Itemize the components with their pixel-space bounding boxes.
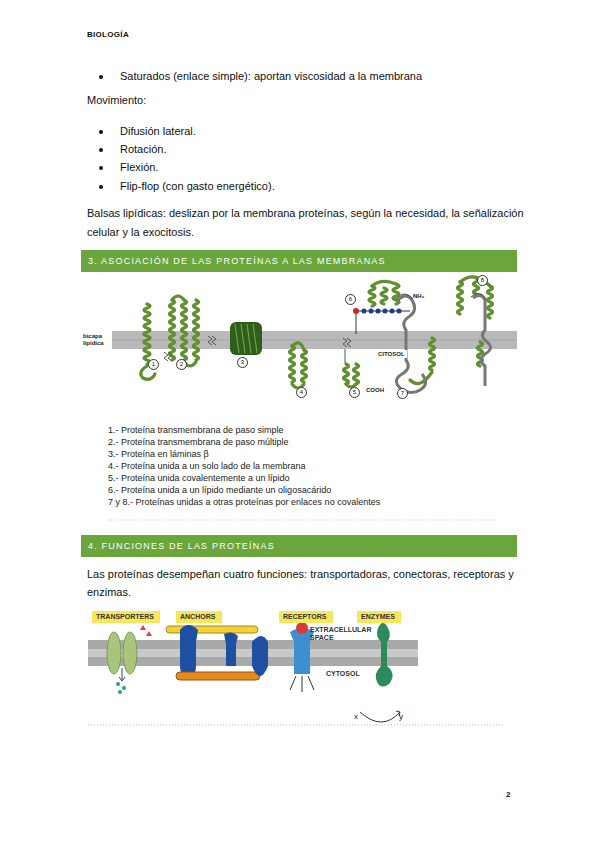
- white-proteins: [396, 295, 490, 392]
- bullet: [99, 130, 103, 134]
- text-label: 3.- Proteína en láminas β: [108, 448, 209, 460]
- tag-text: ANCHORS: [180, 613, 215, 620]
- text-label: CITOSOL: [376, 350, 407, 358]
- alpha-helix: [290, 346, 295, 382]
- lipid-anchors: [164, 336, 351, 363]
- alpha-helix: [381, 288, 387, 304]
- callout-number: 1: [148, 359, 159, 370]
- text-label: Movimiento:: [87, 93, 146, 108]
- beta-barrel: [230, 322, 262, 355]
- text-label: 2.- Proteína transmembrana de paso múlti…: [108, 436, 289, 448]
- protein-loop: [172, 296, 196, 366]
- callout-number: 2: [176, 359, 187, 370]
- callout-number: 3: [237, 357, 248, 368]
- oligosaccharide: [353, 308, 410, 334]
- text-label: Difusión lateral.: [120, 124, 196, 139]
- alpha-helix: [393, 284, 399, 304]
- alpha-helix: [369, 286, 375, 306]
- alpha-helix: [488, 286, 493, 318]
- text-label: 6.- Proteína unida a un lípido mediante …: [108, 484, 331, 496]
- callout-number: 5: [349, 387, 360, 398]
- section-band: 4. FUNCIONES DE LAS PROTEÍNAS: [81, 535, 517, 557]
- alpha-helix: [144, 304, 150, 364]
- text-label: CYTOSOL: [326, 669, 360, 678]
- tag-text: ENZYMES: [361, 613, 395, 620]
- bullet: [99, 185, 103, 189]
- tag-text: TRANSPORTERS: [96, 613, 154, 620]
- transporter: [107, 625, 152, 694]
- alpha-helix: [194, 300, 199, 360]
- text-label: COOH: [366, 386, 384, 394]
- protein-loop: [292, 343, 304, 388]
- text-label: x: [354, 712, 358, 723]
- protein-coils: [141, 277, 493, 388]
- text-label: Rotación.: [120, 142, 166, 157]
- text-label: 4.- Proteína unida a un solo lado de la …: [108, 460, 306, 472]
- bullet: [99, 166, 103, 170]
- text-label: 5.- Proteína unida covalentemente a un l…: [108, 472, 290, 484]
- label-tag: ENZYMES: [357, 611, 401, 623]
- alpha-helix: [430, 338, 435, 370]
- anchor-proteins: [166, 625, 268, 680]
- callout-number: 8: [477, 275, 488, 286]
- text-label: 1.- Proteína transmembrana de paso simpl…: [108, 424, 284, 436]
- alpha-helix: [170, 300, 175, 360]
- figure-rule: [88, 725, 505, 726]
- enzyme: [360, 623, 400, 722]
- barrel-strands: [235, 324, 257, 353]
- text-label: Saturados (enlace simple): aportan visco…: [120, 69, 422, 84]
- callout-number: 4: [296, 387, 307, 398]
- protein-loop: [372, 281, 396, 286]
- alpha-helix: [344, 364, 349, 384]
- text-label: Flexión.: [120, 160, 159, 175]
- label-tag: TRANSPORTERS: [92, 611, 160, 623]
- text-label: NH₂: [413, 292, 424, 300]
- tag-text: RECEPTORS: [283, 613, 326, 620]
- text-label: bicapa lipídica: [83, 333, 109, 347]
- protein-loop: [410, 372, 432, 384]
- label-tag: RECEPTORS: [279, 611, 333, 623]
- callout-number: 6: [345, 294, 356, 305]
- text-label: Flip-flop (con gasto energético).: [120, 179, 275, 194]
- callout-number: 7: [397, 388, 408, 399]
- section-heading: 3. ASOCIACIÓN DE LAS PROTEÍNAS A LAS MEM…: [88, 256, 386, 266]
- bullet: [99, 148, 103, 152]
- alpha-helix: [458, 282, 463, 314]
- section-band: 3. ASOCIACIÓN DE LAS PROTEÍNAS A LAS MEM…: [81, 250, 517, 272]
- section-heading: 4. FUNCIONES DE LAS PROTEÍNAS: [88, 541, 275, 551]
- text-label: BIOLOGÍA: [87, 30, 129, 41]
- bullet: [99, 75, 103, 79]
- text-label: EXTRACELLULAR SPACE: [310, 626, 372, 642]
- white-protein-outline: [396, 293, 486, 299]
- text-label: Balsas lipídicas: deslizan por la membra…: [87, 204, 527, 242]
- label-tag: ANCHORS: [176, 611, 222, 623]
- text-label: 2: [506, 790, 510, 801]
- text-label: Las proteínas desempeñan cuatro funcione…: [87, 565, 527, 601]
- text-label: 7 y 8.- Proteínas unidas a otras proteín…: [108, 496, 380, 508]
- text-label: y: [399, 712, 403, 723]
- alpha-helix: [182, 300, 187, 360]
- figure-rule: [108, 520, 497, 521]
- alpha-helix: [354, 364, 359, 384]
- alpha-helix: [302, 350, 307, 382]
